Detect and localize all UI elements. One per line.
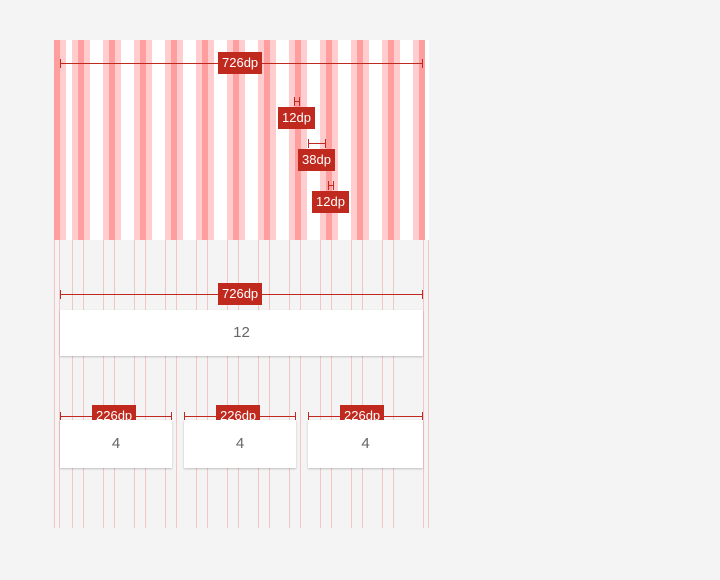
gutter-measure-line <box>294 97 300 106</box>
column-width-label: 38dp <box>298 149 335 171</box>
gutter-measure-line <box>328 181 334 190</box>
margin-stripe <box>165 40 171 240</box>
gutter-stripe <box>171 40 177 240</box>
gutter-stripe <box>357 40 363 240</box>
column-guide <box>227 240 239 528</box>
margin-stripe <box>115 40 121 240</box>
margin-stripe <box>134 40 140 240</box>
margin-stripe <box>239 40 245 240</box>
column-guide <box>196 240 208 528</box>
gutter-stripe <box>326 40 332 240</box>
gutter-stripe <box>264 40 270 240</box>
column-guide <box>54 240 60 528</box>
margin-stripe <box>103 40 109 240</box>
span-4-box: 4 <box>308 420 423 468</box>
span-count: 4 <box>361 435 370 452</box>
margin-stripe <box>301 40 307 240</box>
gutter-stripe <box>78 40 84 240</box>
margin-stripe <box>382 40 388 240</box>
gutter-stripe <box>202 40 208 240</box>
column-guide <box>320 240 332 528</box>
span-12-box: 12 <box>60 310 423 356</box>
column-guide <box>134 240 146 528</box>
margin-stripe <box>196 40 202 240</box>
column-guide <box>103 240 115 528</box>
margin-stripe <box>363 40 369 240</box>
column-guide <box>72 240 84 528</box>
margin-stripe <box>289 40 295 240</box>
margin-stripe <box>270 40 276 240</box>
column-guide <box>258 240 270 528</box>
row-width-label: 726dp <box>218 283 263 305</box>
column-guide <box>351 240 363 528</box>
margin-stripe <box>351 40 357 240</box>
gutter-stripe <box>140 40 146 240</box>
column-guide <box>165 240 177 528</box>
total-width-label: 726dp <box>218 52 263 74</box>
span-count: 4 <box>235 435 245 452</box>
span-4-box: 4 <box>184 420 296 468</box>
margin-stripe <box>332 40 338 240</box>
gutter-stripe <box>388 40 394 240</box>
span-4-box: 4 <box>60 420 172 468</box>
column-guide <box>423 240 429 528</box>
margin-stripe <box>208 40 214 240</box>
margin-stripe <box>72 40 78 240</box>
margin-stripe <box>146 40 152 240</box>
margin-stripe <box>177 40 183 240</box>
gutter-stripe <box>109 40 115 240</box>
gutter-stripe <box>419 40 425 240</box>
gutter-label: 12dp <box>312 191 349 213</box>
gutter-stripe <box>233 40 239 240</box>
column-guide <box>382 240 394 528</box>
margin-stripe <box>320 40 326 240</box>
margin-stripe <box>60 40 66 240</box>
span-count: 4 <box>111 435 121 452</box>
gutter-label: 12dp <box>278 107 315 129</box>
margin-stripe <box>394 40 400 240</box>
column-guide <box>289 240 301 528</box>
margin-stripe <box>84 40 90 240</box>
margin-stripe <box>227 40 233 240</box>
margin-stripe <box>258 40 264 240</box>
column-measure-line <box>308 139 326 148</box>
margin-stripe <box>413 40 419 240</box>
gutter-stripe <box>54 40 60 240</box>
span-count: 12 <box>233 324 250 341</box>
gutter-stripe <box>295 40 301 240</box>
